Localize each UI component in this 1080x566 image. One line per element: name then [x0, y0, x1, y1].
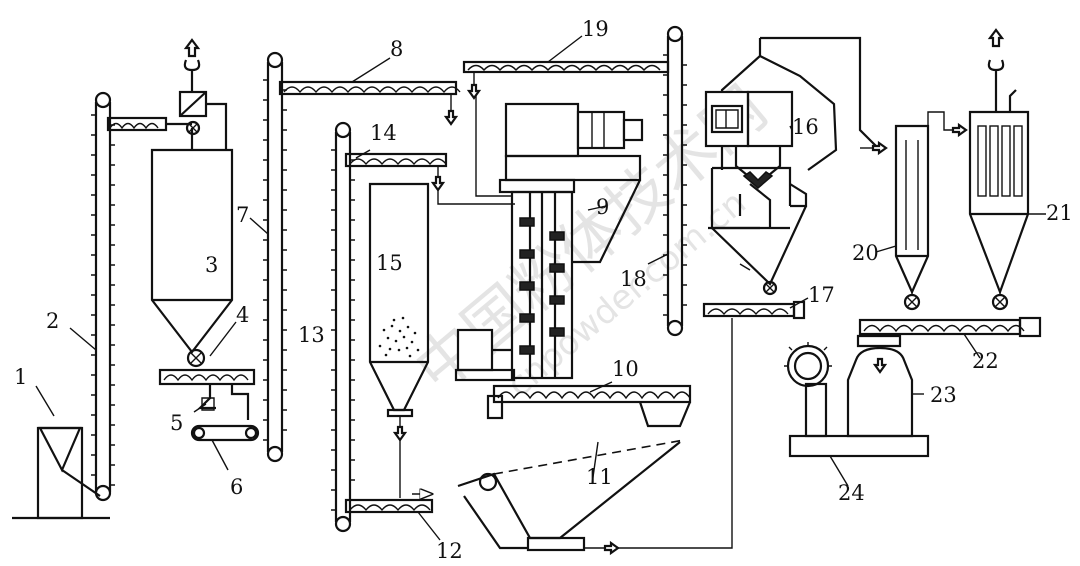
label-11: 11 — [586, 465, 613, 489]
label-5: 5 — [170, 411, 183, 435]
label-24: 24 — [838, 481, 865, 505]
label-12: 12 — [436, 539, 463, 563]
screw-conveyor-17 — [702, 300, 806, 320]
label-6: 6 — [230, 475, 243, 499]
screw-conveyor-8 — [278, 80, 461, 126]
screw-conveyor-14 — [344, 152, 515, 205]
label-16: 16 — [792, 115, 819, 139]
mill-blades — [519, 217, 565, 355]
label-9: 9 — [596, 195, 609, 219]
label-2: 2 — [46, 309, 59, 333]
label-22: 22 — [972, 349, 999, 373]
label-3: 3 — [205, 253, 218, 277]
label-13: 13 — [298, 323, 325, 347]
classifier-16 — [704, 36, 879, 296]
pipe-16-20 — [860, 140, 888, 156]
bag-filter-21 — [968, 28, 1030, 311]
label-20: 20 — [852, 241, 879, 265]
label-10: 10 — [612, 357, 639, 381]
screw-conveyor-19 — [462, 60, 670, 100]
packing-scale-24 — [784, 342, 930, 458]
feed-hopper — [12, 426, 110, 520]
bucket-elevator-18 — [663, 25, 687, 337]
cyclone-20 — [894, 111, 968, 311]
screw-conveyor-22 — [858, 316, 1042, 338]
label-8: 8 — [390, 37, 403, 61]
label-18: 18 — [620, 267, 647, 291]
magnetic-separator-5 — [197, 384, 250, 420]
screw-conveyor-top-3 — [106, 116, 168, 132]
bucket-elevator-2 — [91, 91, 115, 502]
label-7: 7 — [236, 203, 249, 227]
belt-conveyor-6 — [190, 424, 260, 442]
label-21: 21 — [1046, 201, 1073, 225]
silo-15 — [368, 182, 430, 498]
label-23: 23 — [930, 383, 957, 407]
leader-lines — [35, 35, 1046, 541]
bucket-elevator-7 — [263, 51, 287, 463]
silo-3 — [150, 38, 234, 354]
label-19: 19 — [582, 17, 609, 41]
label-15: 15 — [376, 251, 403, 275]
label-17: 17 — [808, 283, 835, 307]
mill-9 — [454, 84, 644, 382]
hopper-11 — [457, 318, 733, 556]
part-labels: 1 2 3 4 5 6 7 8 9 10 11 12 13 14 15 16 1… — [14, 17, 1073, 563]
powder-dots — [378, 316, 420, 358]
packing-bin-23 — [846, 334, 914, 438]
screw-conveyor-12 — [344, 494, 432, 514]
rotary-feeder-4 — [158, 348, 256, 386]
label-4: 4 — [236, 303, 249, 327]
bucket-elevator-13 — [331, 121, 355, 533]
screw-conveyor-10 — [486, 384, 692, 428]
label-1: 1 — [14, 365, 27, 389]
label-14: 14 — [370, 121, 397, 145]
